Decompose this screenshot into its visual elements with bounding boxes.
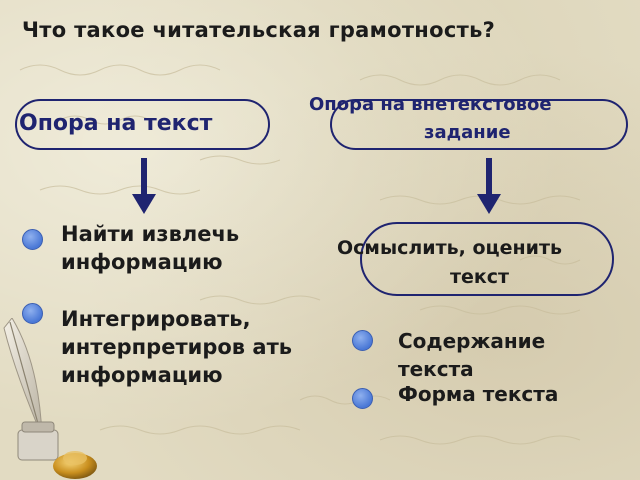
right-box-oval [360, 222, 614, 296]
left-header-label: Опора на текст [19, 111, 213, 136]
right-item-2: Форма текста [398, 382, 559, 406]
bullet-icon [22, 229, 43, 250]
right-item-1: Содержание текста [398, 329, 546, 381]
page-title: Что такое читательская грамотность? [22, 18, 496, 42]
left-header-oval [15, 99, 270, 150]
left-down-arrow-icon [132, 158, 156, 214]
right-header-oval [330, 99, 628, 150]
right-header-line2: задание [424, 122, 511, 143]
quill-inkwell-icon [3, 318, 97, 479]
right-box-line1: Осмыслить, оценить [337, 237, 562, 259]
right-box-line2: текст [450, 266, 510, 288]
left-item-1: Найти извлечь информацию [61, 222, 240, 274]
bullet-icon [22, 303, 43, 324]
right-header-line1: Опора на внетекстовое [309, 94, 552, 115]
right-down-arrow-icon [477, 158, 501, 214]
bullet-icon [352, 330, 373, 351]
bullet-icon [352, 388, 373, 409]
left-item-2: Интегрировать, интерпретиров ать информа… [61, 307, 293, 387]
